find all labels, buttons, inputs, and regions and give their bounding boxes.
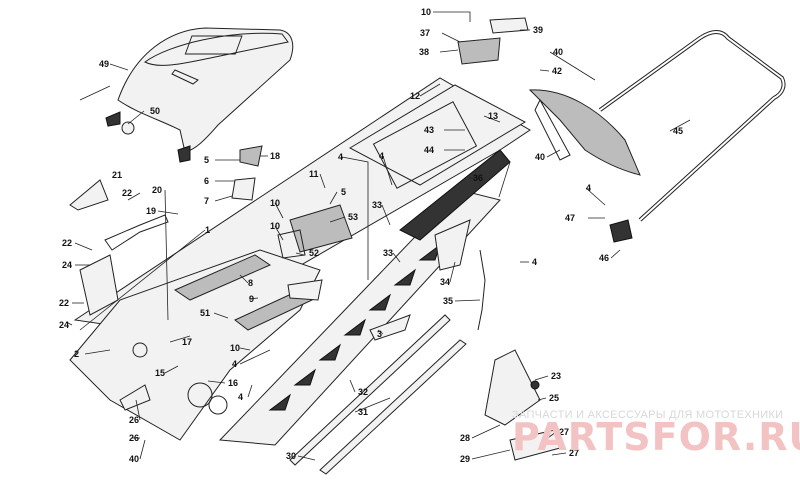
tunnel-assembly bbox=[69, 77, 531, 475]
callout-5b: 5 bbox=[341, 187, 346, 197]
callout-22c: 23 bbox=[551, 371, 561, 381]
callout-49: 51 bbox=[200, 308, 210, 318]
callout-35: 35 bbox=[443, 296, 453, 306]
callout-2: 2 bbox=[74, 349, 79, 359]
callout-37: 37 bbox=[420, 28, 430, 38]
callout-26b: 27 bbox=[569, 448, 579, 458]
callout-45: 46 bbox=[599, 253, 609, 263]
callout-47: 49 bbox=[99, 59, 109, 69]
callout-27: 27 bbox=[559, 427, 569, 437]
callout-40c: 40 bbox=[535, 152, 545, 162]
callout-16: 17 bbox=[182, 337, 192, 347]
callout-3: 3 bbox=[377, 329, 382, 339]
callout-labels: 49 50 5 6 7 18 20 22 19 21 1 22 24 22 24… bbox=[59, 7, 683, 464]
callout-39: 39 bbox=[533, 25, 543, 35]
callout-46: 47 bbox=[565, 213, 575, 223]
callout-44: 45 bbox=[673, 126, 683, 136]
footrest-assembly bbox=[484, 349, 561, 461]
callout-4b: 4 bbox=[238, 392, 243, 402]
callout-4d: 4 bbox=[379, 151, 384, 161]
callout-22b: 22 bbox=[59, 298, 69, 308]
watermark: ЗАПЧАСТИ И АКСЕССУАРЫ ДЛЯ МОТОТЕХНИКИ PA… bbox=[512, 409, 800, 459]
callout-25: 26 bbox=[129, 415, 139, 425]
callout-10b: 10 bbox=[270, 198, 280, 208]
callout-28: 28 bbox=[460, 433, 470, 443]
callout-36: 36 bbox=[473, 173, 483, 183]
callout-40b: 40 bbox=[553, 47, 563, 57]
callout-29: 29 bbox=[460, 454, 470, 464]
callout-41: 42 bbox=[552, 66, 562, 76]
callout-14: 15 bbox=[155, 368, 165, 378]
callout-18: 19 bbox=[146, 206, 156, 216]
callout-15: 16 bbox=[228, 378, 238, 388]
watermark-caption: ЗАПЧАСТИ И АКСЕССУАРЫ ДЛЯ МОТОТЕХНИКИ bbox=[512, 409, 783, 421]
callout-11: 11 bbox=[309, 169, 319, 179]
callout-13: 13 bbox=[488, 111, 498, 121]
callout-17: 18 bbox=[270, 151, 280, 161]
callout-20: 21 bbox=[112, 170, 122, 180]
callout-9: 9 bbox=[249, 294, 254, 304]
callout-26a: 26 bbox=[129, 433, 139, 443]
callout-34: 34 bbox=[440, 277, 450, 287]
callout-4f: 4 bbox=[586, 183, 591, 193]
callout-10c: 10 bbox=[270, 221, 280, 231]
callout-50: 52 bbox=[309, 248, 319, 258]
callout-51: 53 bbox=[348, 212, 358, 222]
callout-33a: 33 bbox=[372, 200, 382, 210]
callout-10a: 10 bbox=[230, 343, 240, 353]
callout-40a: 40 bbox=[129, 454, 139, 464]
callout-24a: 24 bbox=[59, 320, 69, 330]
callout-4c: 4 bbox=[338, 152, 343, 162]
callout-19: 20 bbox=[152, 185, 162, 195]
callout-23: 24 bbox=[62, 260, 72, 270]
callout-4e: 4 bbox=[532, 257, 537, 267]
callout-6: 6 bbox=[204, 176, 209, 186]
callout-32: 32 bbox=[358, 387, 368, 397]
rear-bumper-assembly bbox=[457, 17, 786, 243]
seat bbox=[105, 27, 294, 163]
callout-33b: 33 bbox=[383, 248, 393, 258]
callout-1: 1 bbox=[205, 225, 210, 235]
callout-5a: 5 bbox=[204, 155, 209, 165]
callout-7: 7 bbox=[204, 196, 209, 206]
callout-22a: 22 bbox=[62, 238, 72, 248]
callout-4a: 4 bbox=[232, 359, 237, 369]
callout-38: 38 bbox=[419, 47, 429, 57]
callout-30: 30 bbox=[286, 451, 296, 461]
callout-48: 50 bbox=[150, 106, 160, 116]
callout-24b: 25 bbox=[549, 393, 559, 403]
callout-10: 10 bbox=[421, 7, 431, 17]
callout-8: 8 bbox=[248, 278, 253, 288]
callout-43: 44 bbox=[424, 145, 434, 155]
callout-21: 22 bbox=[122, 188, 132, 198]
callout-12: 12 bbox=[410, 91, 420, 101]
callout-42: 43 bbox=[424, 125, 434, 135]
callout-31: 31 bbox=[358, 407, 368, 417]
leader-lines bbox=[65, 11, 691, 461]
watermark-logo: PARTSFOR.RU bbox=[512, 415, 800, 459]
